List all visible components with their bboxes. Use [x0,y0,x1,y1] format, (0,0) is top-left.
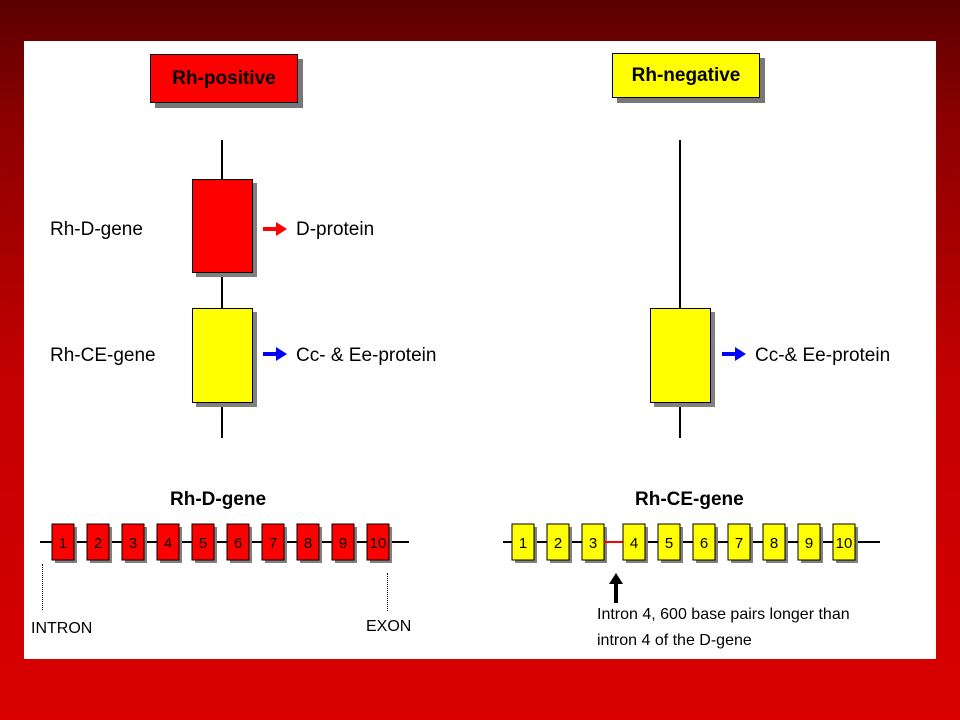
exon-box [727,523,751,561]
exon-number: 2 [94,535,102,552]
ce-gene-exon-map: 1 2 3 4 5 6 7 8 9 10 [503,523,880,563]
rh-ce-gene-box-negative [650,308,711,403]
exon-number: 7 [269,535,277,552]
exon-number: 9 [339,535,347,552]
cc-ee-protein-label-positive: Cc- & Ee-protein [296,345,437,366]
exon-number: 4 [630,535,638,552]
exon-box [692,523,716,561]
intron-label: INTRON [31,620,93,637]
exon-number: 4 [164,535,172,552]
exon-number: 3 [129,535,137,552]
exon-box [296,523,320,561]
d-gene-map-title: Rh-D-gene [170,489,267,510]
exon-box [511,523,535,561]
exon-number: 9 [805,535,813,552]
exon-number: 2 [554,535,562,552]
exon-box [121,523,145,561]
exon-box [832,523,856,561]
exon-box [331,523,355,561]
exon-box [226,523,250,561]
exon-number: 6 [700,535,708,552]
exon-number: 3 [589,535,597,552]
exon-box [191,523,215,561]
d-protein-label: D-protein [296,219,375,240]
exon-box [51,523,75,561]
intron-4-note-line2: intron 4 of the D-gene [597,632,752,649]
exon-box [261,523,285,561]
rh-d-gene-box [192,179,253,273]
exon-box [546,523,570,561]
exon-label: EXON [366,618,412,635]
exon-box [762,523,786,561]
d-gene-exon-map: 1 2 3 4 5 6 7 8 9 10 [40,523,409,563]
rh-ce-gene-label: Rh-CE-gene [50,345,156,366]
exon-box [657,523,681,561]
exon-dotted-line [387,573,388,611]
red-arrow-icon [263,222,287,236]
exon-number: 7 [735,535,743,552]
rh-positive-header: Rh-positive [150,54,298,103]
rh-negative-header: Rh-negative [612,53,760,98]
exon-number: 6 [234,535,242,552]
positive-chromosome-line [221,140,223,438]
exon-box [622,523,646,561]
exon-number: 5 [199,535,207,552]
negative-chromosome-line [679,140,681,438]
exon-number: 5 [665,535,673,552]
rh-ce-gene-box-positive [192,308,253,403]
exon-box [366,523,390,561]
rh-d-gene-label: Rh-D-gene [50,219,143,240]
ce-gene-map-title: Rh-CE-gene [635,489,744,510]
cc-ee-protein-label-negative: Cc-& Ee-protein [755,345,891,366]
exon-box [86,523,110,561]
exon-number: 1 [59,535,67,552]
diagram-panel: Rh-positive Rh-negative Rh-D-gene Rh-CE-… [24,41,936,659]
blue-arrow-icon [263,347,287,361]
blue-arrow-icon [722,347,746,361]
exon-number: 8 [304,535,312,552]
exon-number: 8 [770,535,778,552]
exon-box [156,523,180,561]
exon-number: 10 [370,535,387,552]
intron-4-note-line1: Intron 4, 600 base pairs longer than [597,606,850,623]
exon-number: 10 [836,535,853,552]
exon-box [797,523,821,561]
up-arrow-icon [609,573,623,603]
intron-dotted-line [42,564,43,610]
exon-number: 1 [519,535,527,552]
